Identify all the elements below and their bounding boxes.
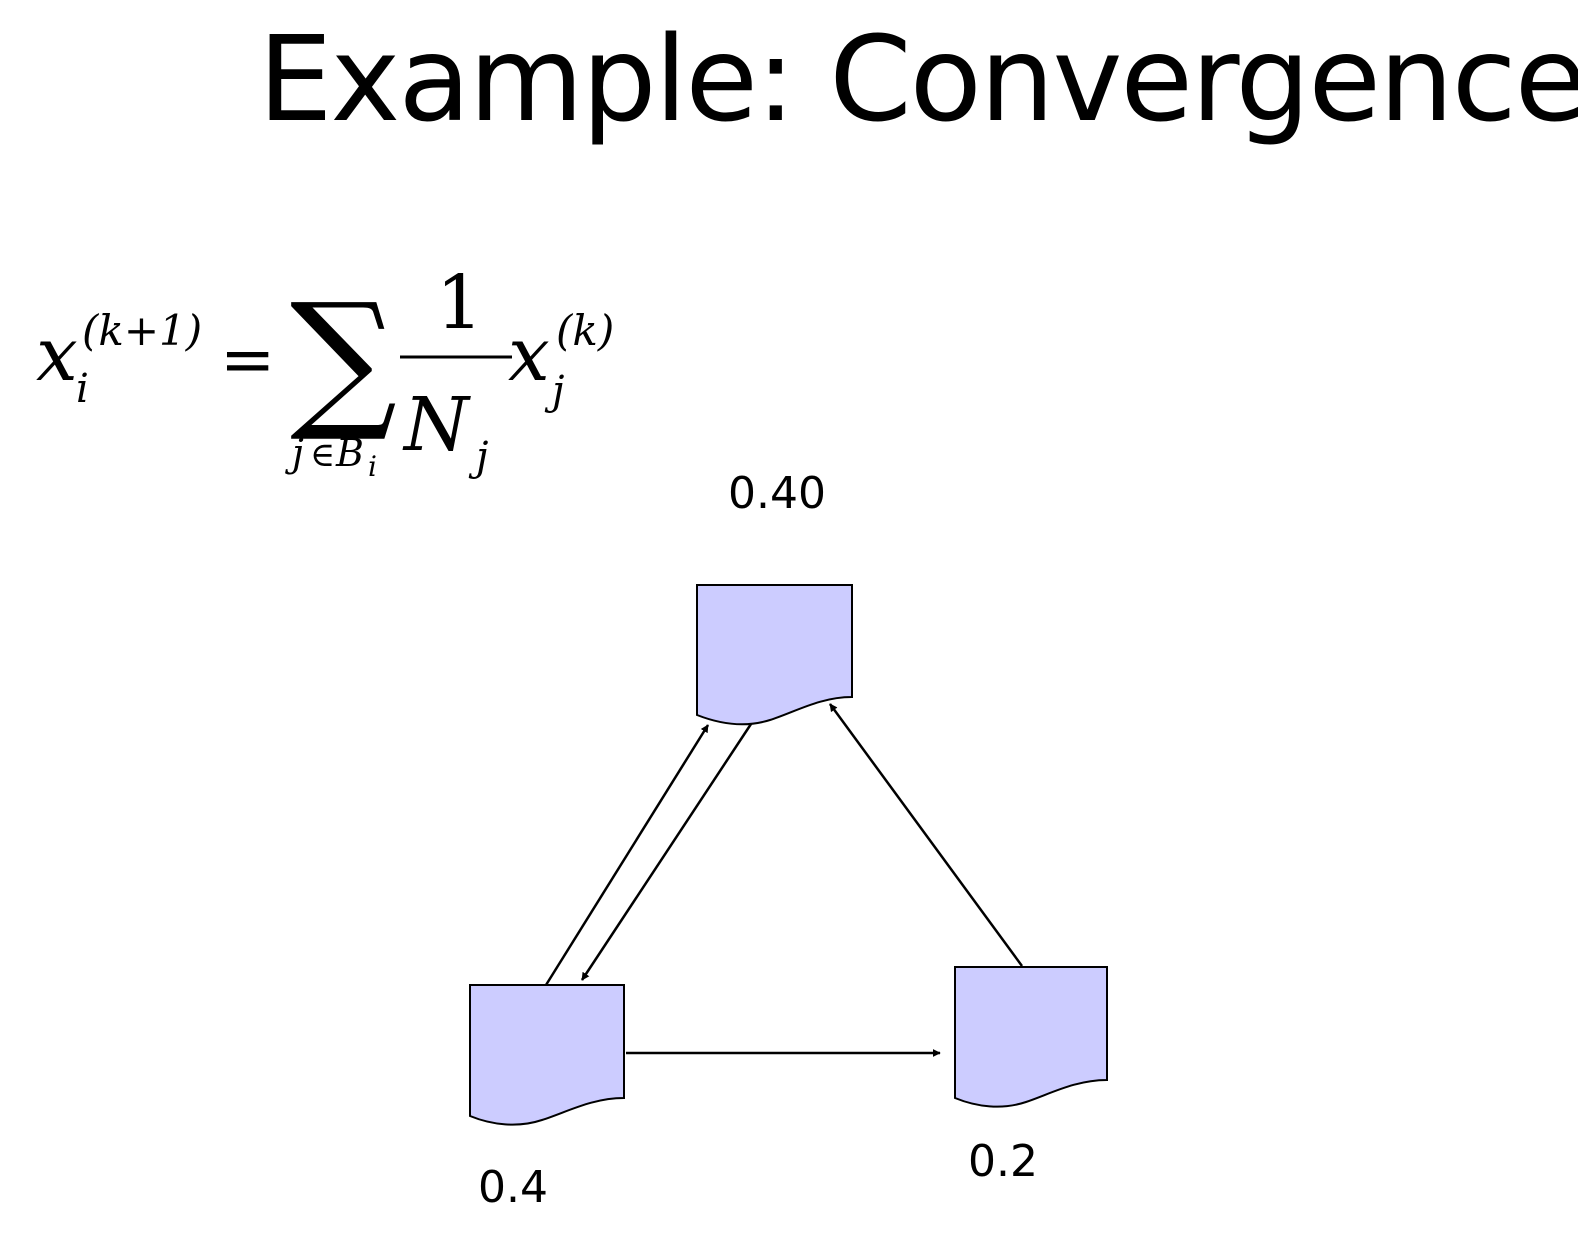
- node-label-top: 0.40: [728, 468, 826, 519]
- equals-sign: =: [220, 321, 275, 398]
- sum-index-in: ∈: [310, 435, 335, 475]
- node-label-right: 0.2: [968, 1136, 1038, 1187]
- edge-right-to-top: [828, 703, 1024, 967]
- pagerank-formula: x i (k+1) = ∑ j ∈ B i 1 N j x j (k): [36, 260, 614, 483]
- sum-index-set: B: [335, 431, 364, 475]
- lhs-superscript: (k+1): [82, 306, 202, 355]
- edge-left-to-top: [544, 724, 710, 986]
- summation-symbol: ∑: [290, 272, 397, 446]
- fraction-numerator: 1: [436, 260, 483, 346]
- lhs-variable: x: [36, 312, 78, 398]
- page-node-top: [696, 584, 853, 726]
- sum-index-set-subscript: i: [368, 450, 377, 483]
- slide-title: Example: Convergence: [258, 10, 1578, 148]
- edge-top-to-left: [580, 723, 753, 981]
- node-label-left: 0.4: [478, 1162, 548, 1213]
- lhs-subscript: i: [76, 366, 89, 412]
- fraction-denominator: N: [402, 382, 471, 468]
- rhs-variable: x: [508, 312, 550, 398]
- page-node-right: [954, 966, 1108, 1108]
- page-node-left: [469, 984, 625, 1126]
- rhs-superscript: (k): [556, 306, 614, 355]
